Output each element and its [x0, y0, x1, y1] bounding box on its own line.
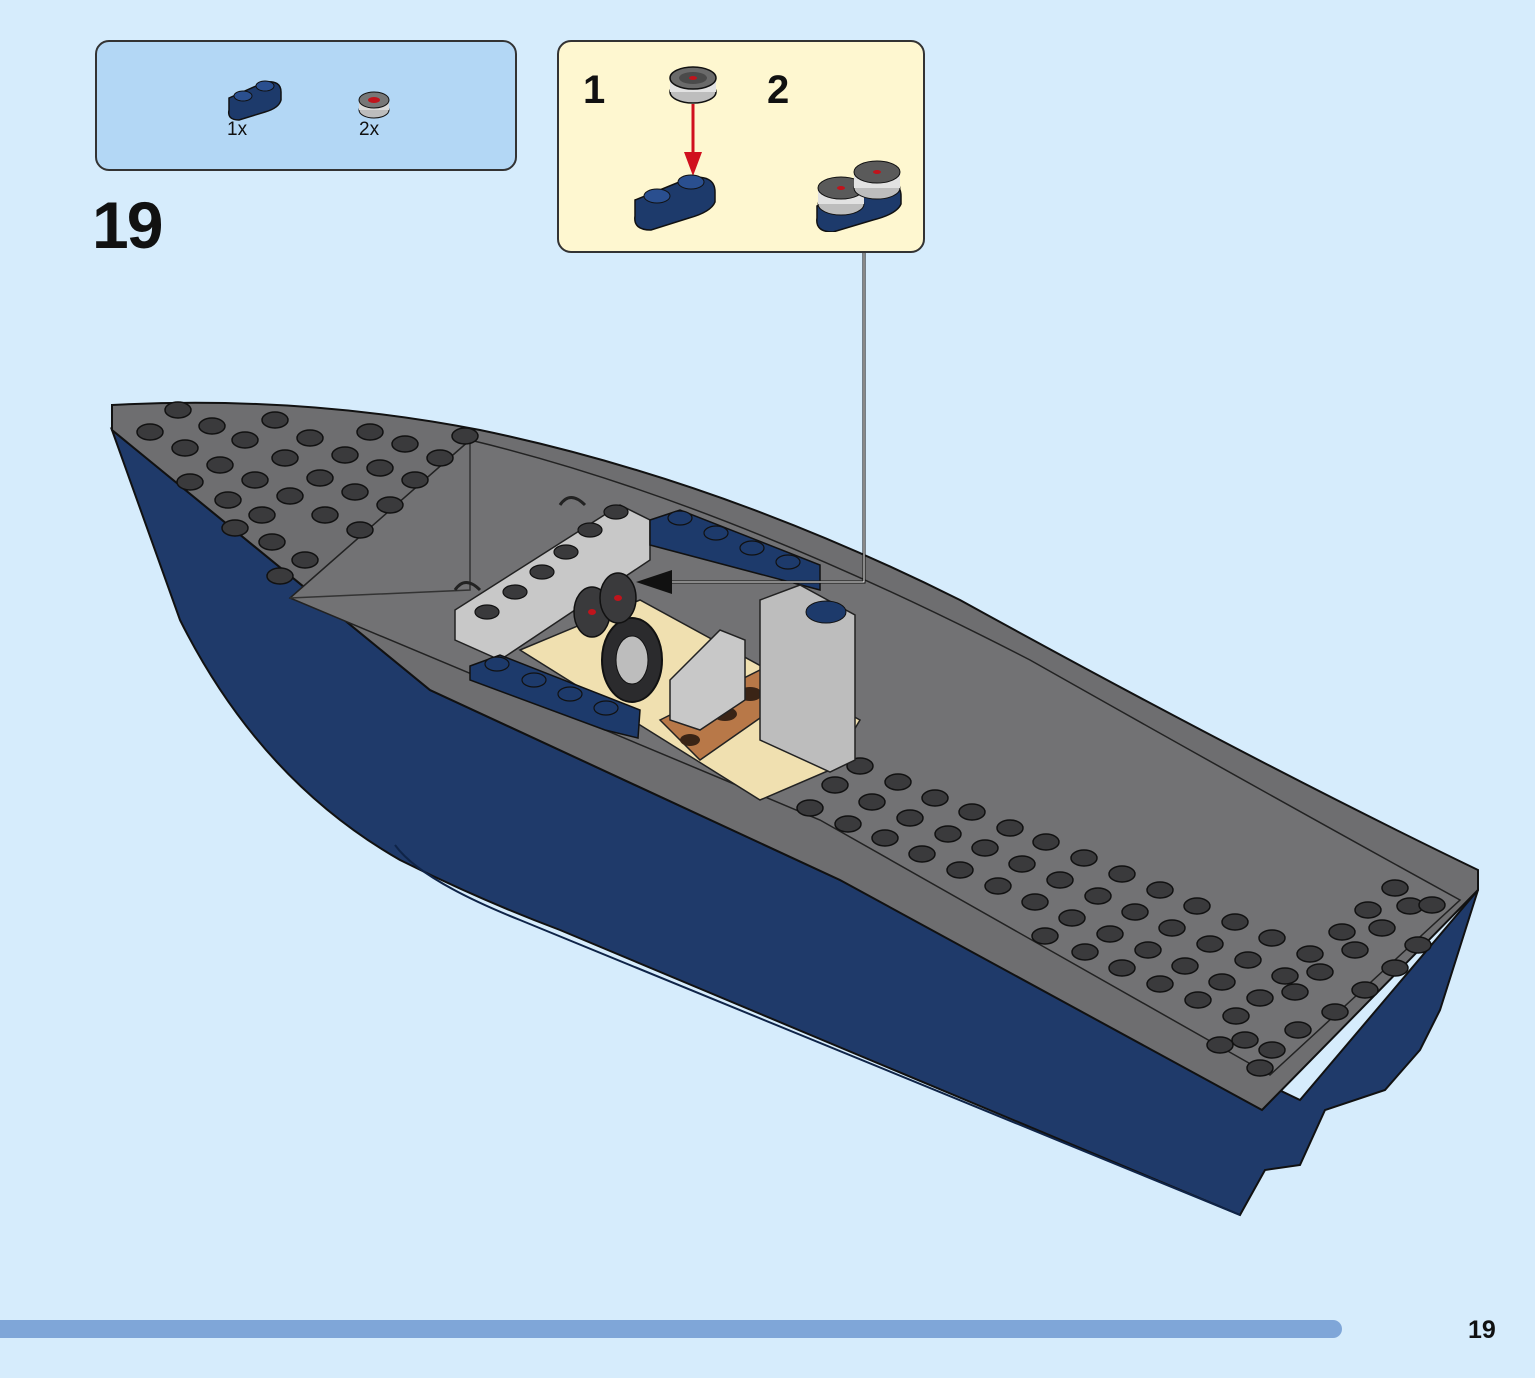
page-number: 19: [1468, 1316, 1496, 1344]
blue-plate-1x2-icon: [634, 174, 716, 231]
gauge-tile-icon: [669, 66, 717, 104]
gauge-tile-round-icon: [358, 91, 390, 119]
sub-step-number: 1: [583, 68, 606, 112]
quantity-label: 1x: [227, 119, 248, 140]
sub-step-number: 2: [767, 68, 790, 112]
red-arrow-icon: [684, 104, 702, 176]
parts-list-box: 1x 2x: [95, 40, 517, 171]
step-number: 19: [92, 188, 163, 262]
progress-bar: [0, 1320, 1435, 1338]
boat-model-illustration: [109, 401, 1479, 1217]
blue-plate-1x2-icon: [227, 80, 282, 121]
sub-assembly-box: 1 2: [557, 40, 925, 253]
progress-bar-fill: [0, 1320, 1342, 1338]
bow-studs: [136, 401, 479, 585]
callout-arrow: [636, 253, 866, 594]
assembled-gauge-plate-icon: [816, 160, 902, 232]
stern-studs: [796, 757, 1446, 1077]
quantity-label: 2x: [359, 119, 380, 140]
